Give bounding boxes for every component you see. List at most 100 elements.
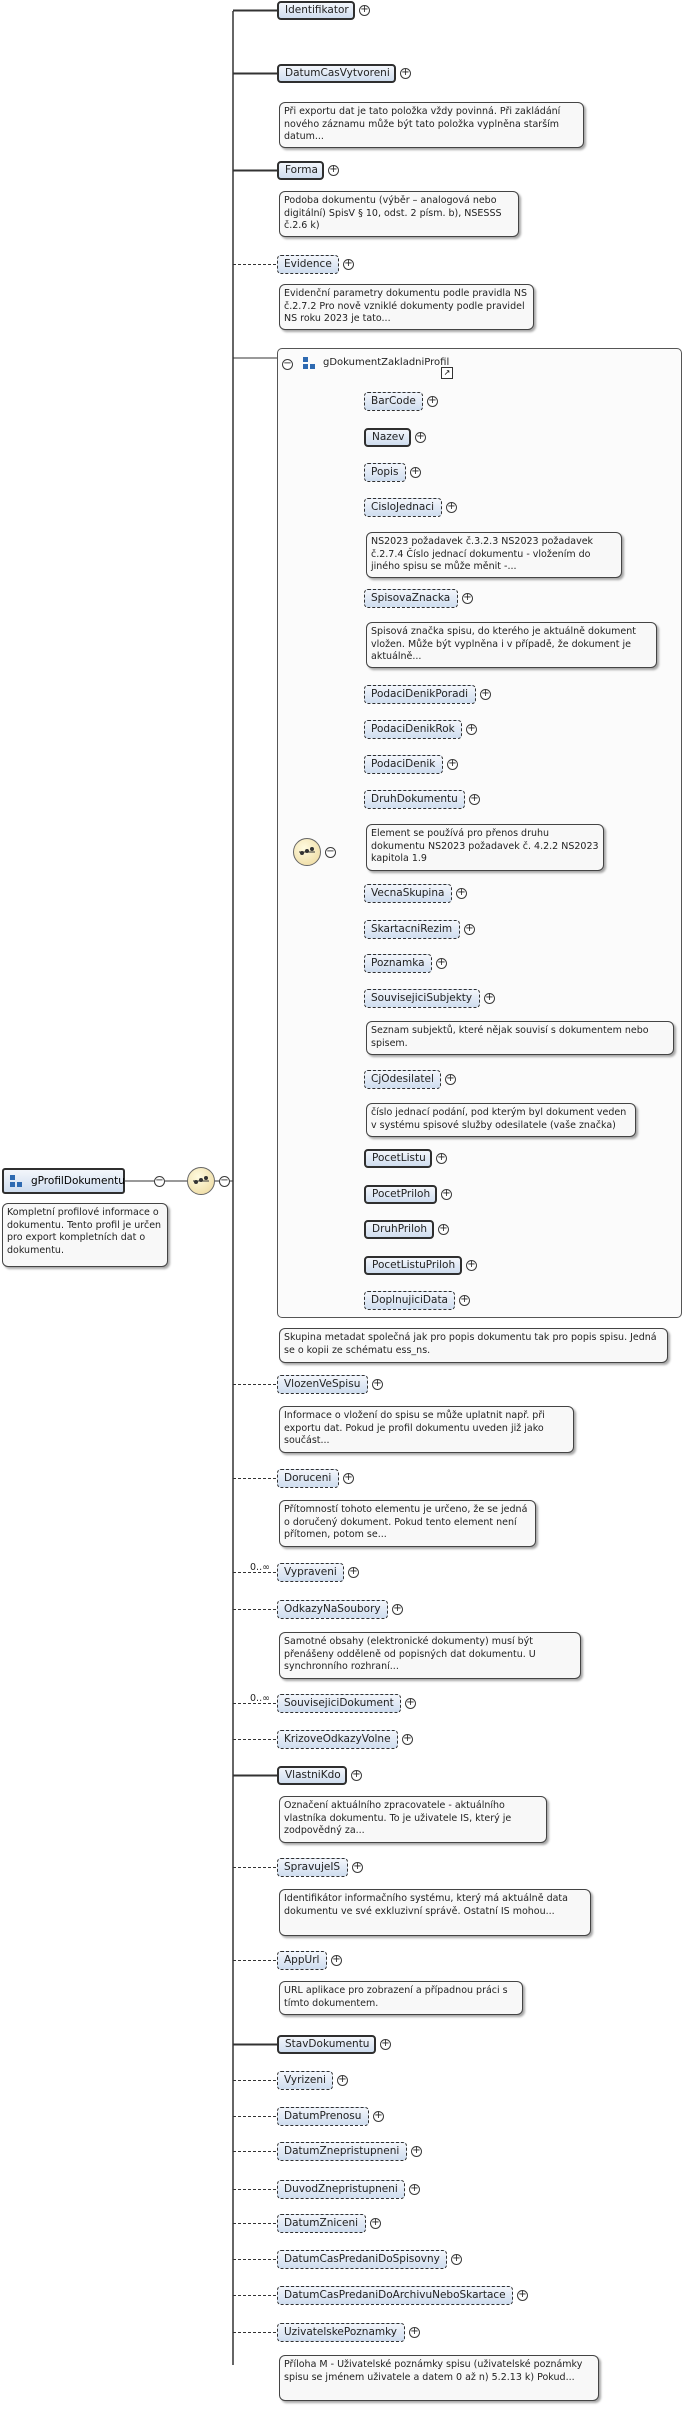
inner-element-cjodesilatel[interactable]: CjOdesilatel: [364, 1070, 441, 1089]
outer-element-datumcasvytvoreni[interactable]: DatumCasVytvoreni: [277, 64, 396, 83]
outer-element-appurl[interactable]: AppUrl: [277, 1951, 327, 1970]
plus-icon[interactable]: +: [436, 1152, 447, 1164]
inner-element-podacidenik[interactable]: PodaciDenik: [364, 755, 443, 774]
plus-icon[interactable]: +: [441, 1188, 452, 1200]
group-sequence-collapse-icon[interactable]: −: [325, 846, 336, 858]
plus-icon[interactable]: +: [372, 1378, 383, 1390]
plus-icon[interactable]: +: [402, 1733, 413, 1745]
inner-element-druhpriloh[interactable]: DruhPriloh: [364, 1220, 434, 1239]
outer-element-spravujeis[interactable]: SpravujeIS: [277, 1858, 348, 1877]
plus-icon[interactable]: +: [328, 164, 339, 176]
plus-icon[interactable]: +: [446, 501, 457, 513]
group-doc: Skupina metadat společná jak pro popis d…: [279, 1328, 668, 1363]
inner-element-poznamka[interactable]: Poznamka: [364, 954, 432, 973]
outer-doc-spravujeis: Identifikátor informačního systému, kter…: [279, 1889, 591, 1936]
link-arrow-icon[interactable]: ↗: [441, 367, 453, 379]
root-doc: Kompletní profilové informace o dokument…: [2, 1203, 168, 1267]
outer-element-vlastnikdo[interactable]: VlastniKdo: [277, 1766, 347, 1785]
plus-icon[interactable]: +: [484, 992, 495, 1004]
plus-icon[interactable]: +: [462, 592, 473, 604]
outer-element-evidence[interactable]: Evidence: [277, 255, 339, 274]
root-collapse-icon[interactable]: −: [154, 1175, 165, 1187]
plus-icon[interactable]: +: [447, 758, 458, 770]
plus-icon[interactable]: +: [427, 395, 438, 407]
group-icon: [303, 357, 316, 370]
plus-icon[interactable]: +: [415, 431, 426, 443]
plus-icon[interactable]: +: [466, 1259, 477, 1271]
outer-doc-datumcasvytvoreni: Při exportu dat je tato položka vždy pov…: [279, 102, 584, 148]
outer-element-stavdokumentu[interactable]: StavDokumentu: [277, 2035, 376, 2054]
inner-element-vecnaskupina[interactable]: VecnaSkupina: [364, 884, 452, 903]
inner-element-nazev[interactable]: Nazev: [364, 428, 411, 447]
plus-icon[interactable]: +: [359, 4, 370, 16]
plus-icon[interactable]: +: [352, 1861, 363, 1873]
outer-element-datumcaspredanidoarchivuneboskartace[interactable]: DatumCasPredaniDoArchivuNeboSkartace: [277, 2286, 513, 2305]
outer-element-vyrizeni[interactable]: Vyrizeni: [277, 2071, 333, 2090]
inner-element-barcode[interactable]: BarCode: [364, 392, 423, 411]
outer-element-identifikator[interactable]: Identifikator: [277, 1, 355, 20]
plus-icon[interactable]: +: [343, 1472, 354, 1484]
outer-doc-vlastnikdo: Označení aktuálního zpracovatele - aktuá…: [279, 1796, 547, 1843]
plus-icon[interactable]: +: [410, 466, 421, 478]
plus-icon[interactable]: +: [469, 793, 480, 805]
inner-element-podacidenikporadi[interactable]: PodaciDenikPoradi: [364, 685, 476, 704]
sequence-collapse-icon[interactable]: −: [219, 1175, 230, 1187]
inner-element-skartacnirezim[interactable]: SkartacniRezim: [364, 920, 460, 939]
plus-icon[interactable]: +: [343, 258, 354, 270]
outer-element-doruceni[interactable]: Doruceni: [277, 1469, 339, 1488]
plus-icon[interactable]: +: [337, 2074, 348, 2086]
element-icon: [10, 1175, 23, 1188]
plus-icon[interactable]: +: [438, 1223, 449, 1235]
plus-icon[interactable]: +: [370, 2217, 381, 2229]
outer-element-souvisejicidokument[interactable]: SouvisejiciDokument: [277, 1694, 401, 1713]
outer-element-datumznepristupneni[interactable]: DatumZnepristupneni: [277, 2142, 407, 2161]
plus-icon[interactable]: +: [517, 2289, 528, 2301]
inner-element-pocetlistu[interactable]: PocetListu: [364, 1149, 432, 1168]
plus-icon[interactable]: +: [405, 1697, 416, 1709]
root-element[interactable]: gProfilDokumentu: [2, 1168, 125, 1194]
inner-element-druhdokumentu[interactable]: DruhDokumentu: [364, 790, 465, 809]
outer-doc-vlozenvespisu: Informace o vložení do spisu se může upl…: [279, 1406, 574, 1453]
plus-icon[interactable]: +: [436, 957, 447, 969]
plus-icon[interactable]: +: [409, 2183, 420, 2195]
plus-icon[interactable]: +: [392, 1603, 403, 1615]
inner-element-souvisejicisubjekty[interactable]: SouvisejiciSubjekty: [364, 989, 480, 1008]
plus-icon[interactable]: +: [451, 2253, 462, 2265]
plus-icon[interactable]: +: [400, 67, 411, 79]
outer-doc-odkazynasoubory: Samotné obsahy (elektronické dokumenty) …: [279, 1632, 581, 1679]
inner-element-spisovaznacka[interactable]: SpisovaZnacka: [364, 589, 458, 608]
plus-icon[interactable]: +: [331, 1954, 342, 1966]
plus-icon[interactable]: +: [480, 688, 491, 700]
plus-icon[interactable]: +: [373, 2110, 384, 2122]
plus-icon[interactable]: +: [348, 1566, 359, 1578]
inner-element-popis[interactable]: Popis: [364, 463, 406, 482]
outer-element-odkazynasoubory[interactable]: OdkazyNaSoubory: [277, 1600, 388, 1619]
group-collapse-icon[interactable]: −: [282, 358, 293, 370]
outer-element-krizoveodkazyvolne[interactable]: KrizoveOdkazyVolne: [277, 1730, 398, 1749]
plus-icon[interactable]: +: [411, 2145, 422, 2157]
outer-element-uzivatelskepoznamky[interactable]: UzivatelskePoznamky: [277, 2323, 405, 2342]
outer-element-forma[interactable]: Forma: [277, 161, 324, 180]
plus-icon[interactable]: +: [464, 923, 475, 935]
outer-element-duvodznepristupneni[interactable]: DuvodZnepristupneni: [277, 2180, 405, 2199]
plus-icon[interactable]: +: [466, 723, 477, 735]
plus-icon[interactable]: +: [459, 1294, 470, 1306]
cardinality-label: 0..∞: [250, 1562, 270, 1573]
inner-element-doplnujicidata[interactable]: DoplnujiciData: [364, 1291, 455, 1310]
inner-element-podacidenikrok[interactable]: PodaciDenikRok: [364, 720, 462, 739]
plus-icon[interactable]: +: [351, 1769, 362, 1781]
outer-element-vypraveni[interactable]: Vypraveni: [277, 1563, 344, 1582]
plus-icon[interactable]: +: [409, 2326, 420, 2338]
plus-icon[interactable]: +: [456, 887, 467, 899]
outer-element-vlozenvespisu[interactable]: VlozenVeSpisu: [277, 1375, 368, 1394]
outer-element-datumcaspredanidospisovny[interactable]: DatumCasPredaniDoSpisovny: [277, 2250, 447, 2269]
inner-element-cislojednaci[interactable]: CisloJednaci: [364, 498, 442, 517]
inner-element-pocetpriloh[interactable]: PocetPriloh: [364, 1185, 437, 1204]
outer-element-datumzniceni[interactable]: DatumZniceni: [277, 2214, 366, 2233]
outer-element-datumprenosu[interactable]: DatumPrenosu: [277, 2107, 369, 2126]
inner-doc-druhdokumentu: Element se používá pro přenos druhu doku…: [366, 824, 604, 871]
plus-icon[interactable]: +: [380, 2038, 391, 2050]
inner-element-pocetlistupriloh[interactable]: PocetListuPriloh: [364, 1256, 462, 1275]
group-title: gDokumentZakladniProfil: [323, 357, 450, 368]
plus-icon[interactable]: +: [445, 1073, 456, 1085]
